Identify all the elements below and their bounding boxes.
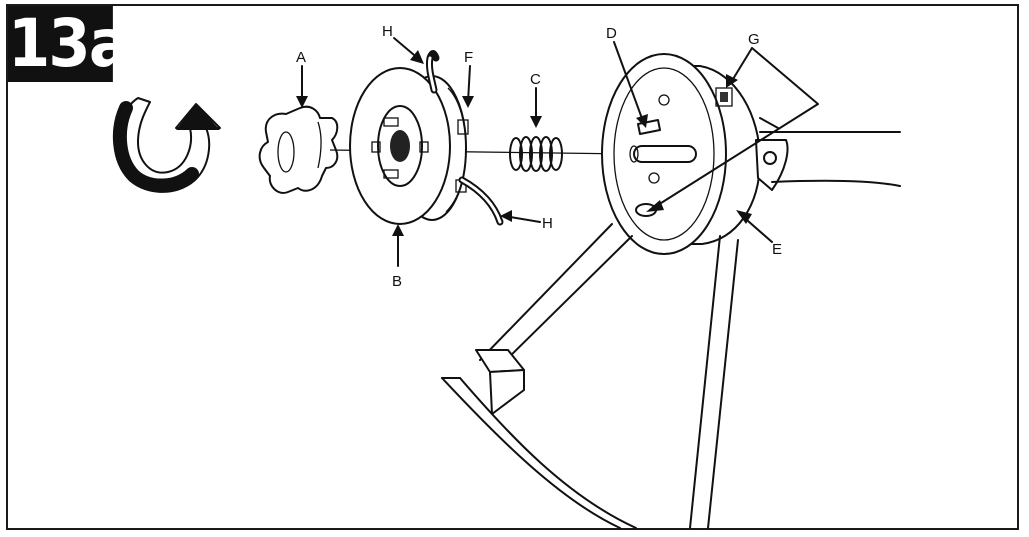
label-c: C (530, 71, 541, 88)
label-d: D (606, 25, 617, 42)
knob-part-a (258, 105, 339, 194)
label-a: A (296, 49, 306, 66)
callout-arrows (296, 37, 819, 267)
label-e: E (772, 241, 782, 258)
step-number-badge: 13a (8, 5, 130, 82)
figure-frame (6, 4, 1019, 530)
counterclockwise-rotate-arrow-icon (112, 97, 221, 193)
trimmer-shaft-tube (759, 131, 901, 187)
trimmer-guard-frame (441, 223, 739, 529)
label-g: G (748, 31, 760, 48)
label-b: B (392, 273, 402, 290)
spool-part-b (349, 67, 469, 225)
label-f: F (464, 49, 473, 66)
label-h-top: H (382, 23, 393, 40)
trimmer-line-h (426, 50, 504, 226)
label-h-bottom: H (542, 215, 553, 232)
housing-part-e (601, 53, 789, 255)
spring-part-c (509, 136, 563, 172)
